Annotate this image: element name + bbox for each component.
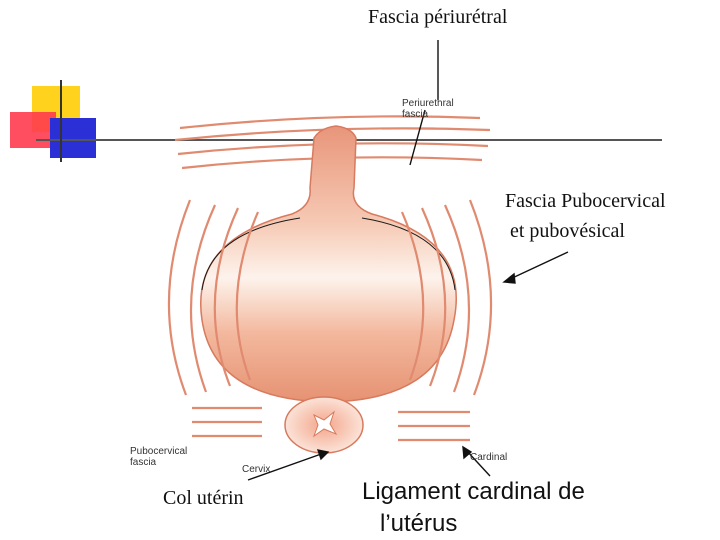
- cervix: [284, 396, 364, 454]
- pubocervical-en-label: Pubocervical fascia: [130, 446, 187, 468]
- label-col-uterin: Col utérin: [163, 487, 244, 509]
- lateral-fascia-right: [400, 199, 493, 396]
- label-pubocervical-line2: et pubovésical: [510, 220, 625, 242]
- accent-vertical-rule: [60, 80, 62, 162]
- cervix-en-label: Cervix: [242, 464, 271, 475]
- label-periurethral-fascia: Fascia périurétral: [368, 6, 508, 28]
- periurethral-en-line1: Periurethral: [402, 98, 454, 109]
- label-pubocervical-line1: Fascia Pubocervical: [505, 190, 666, 212]
- lateral-fascia-left: [167, 199, 260, 396]
- periurethral-en-label: Periurethral fascia: [402, 98, 454, 120]
- bladder: [200, 125, 457, 403]
- label-ligament-line2: l’utérus: [380, 510, 458, 537]
- cardinal-ligament-left: [192, 406, 262, 438]
- label-ligament-line1: Ligament cardinal de: [362, 478, 585, 505]
- periurethral-en-line2: fascia: [402, 109, 429, 120]
- cardinal-en-label: Cardinal: [470, 452, 508, 463]
- accent-square-blue: [50, 118, 96, 158]
- pubocervical-en-line2: fascia: [130, 457, 157, 468]
- accent-square-red: [10, 112, 56, 148]
- pubocervical-en-line1: Pubocervical: [130, 446, 188, 457]
- cardinal-ligament-right: [398, 410, 470, 442]
- pointer-arrows: [247, 40, 569, 481]
